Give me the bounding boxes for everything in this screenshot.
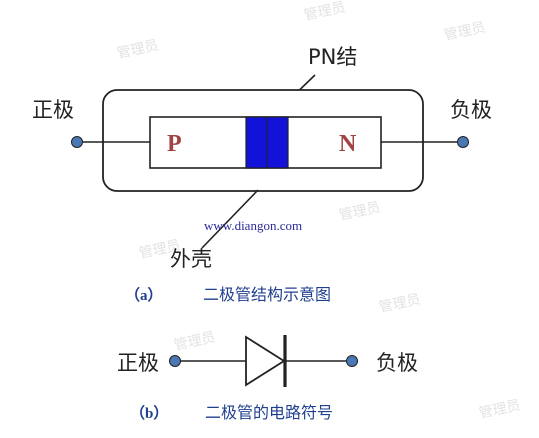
caption-a-marker: （a） [125, 286, 163, 304]
caption-b-marker: （b） [130, 404, 168, 422]
symbol-anode-terminal [169, 355, 181, 367]
watermark: 管理员 [303, 0, 347, 24]
diode-triangle [245, 335, 286, 387]
caption-a-text: 二极管结构示意图 [203, 285, 331, 304]
anode-terminal [71, 136, 83, 148]
watermark: 管理员 [378, 292, 422, 316]
anode-label: 正极 [32, 98, 74, 122]
p-region-label: P [167, 131, 182, 157]
watermark: 管理员 [443, 20, 487, 44]
cathode-label: 负极 [450, 98, 492, 122]
source-url: www.diangon.com [204, 218, 302, 233]
pn-junction-label: PN结 [308, 45, 357, 69]
n-region-label: N [339, 131, 357, 157]
watermark: 管理员 [116, 38, 160, 62]
watermark: 管理员 [173, 330, 217, 354]
symbol-cathode-label: 负极 [376, 351, 418, 375]
caption-b-text: 二极管的电路符号 [205, 404, 333, 422]
shell-leader [201, 189, 259, 249]
symbol-cathode-terminal [346, 355, 358, 367]
watermark: 管理员 [338, 200, 382, 224]
cathode-terminal [457, 136, 469, 148]
shell-label: 外壳 [170, 247, 212, 271]
symbol-anode-label: 正极 [117, 351, 159, 375]
watermark: 管理员 [478, 398, 522, 422]
